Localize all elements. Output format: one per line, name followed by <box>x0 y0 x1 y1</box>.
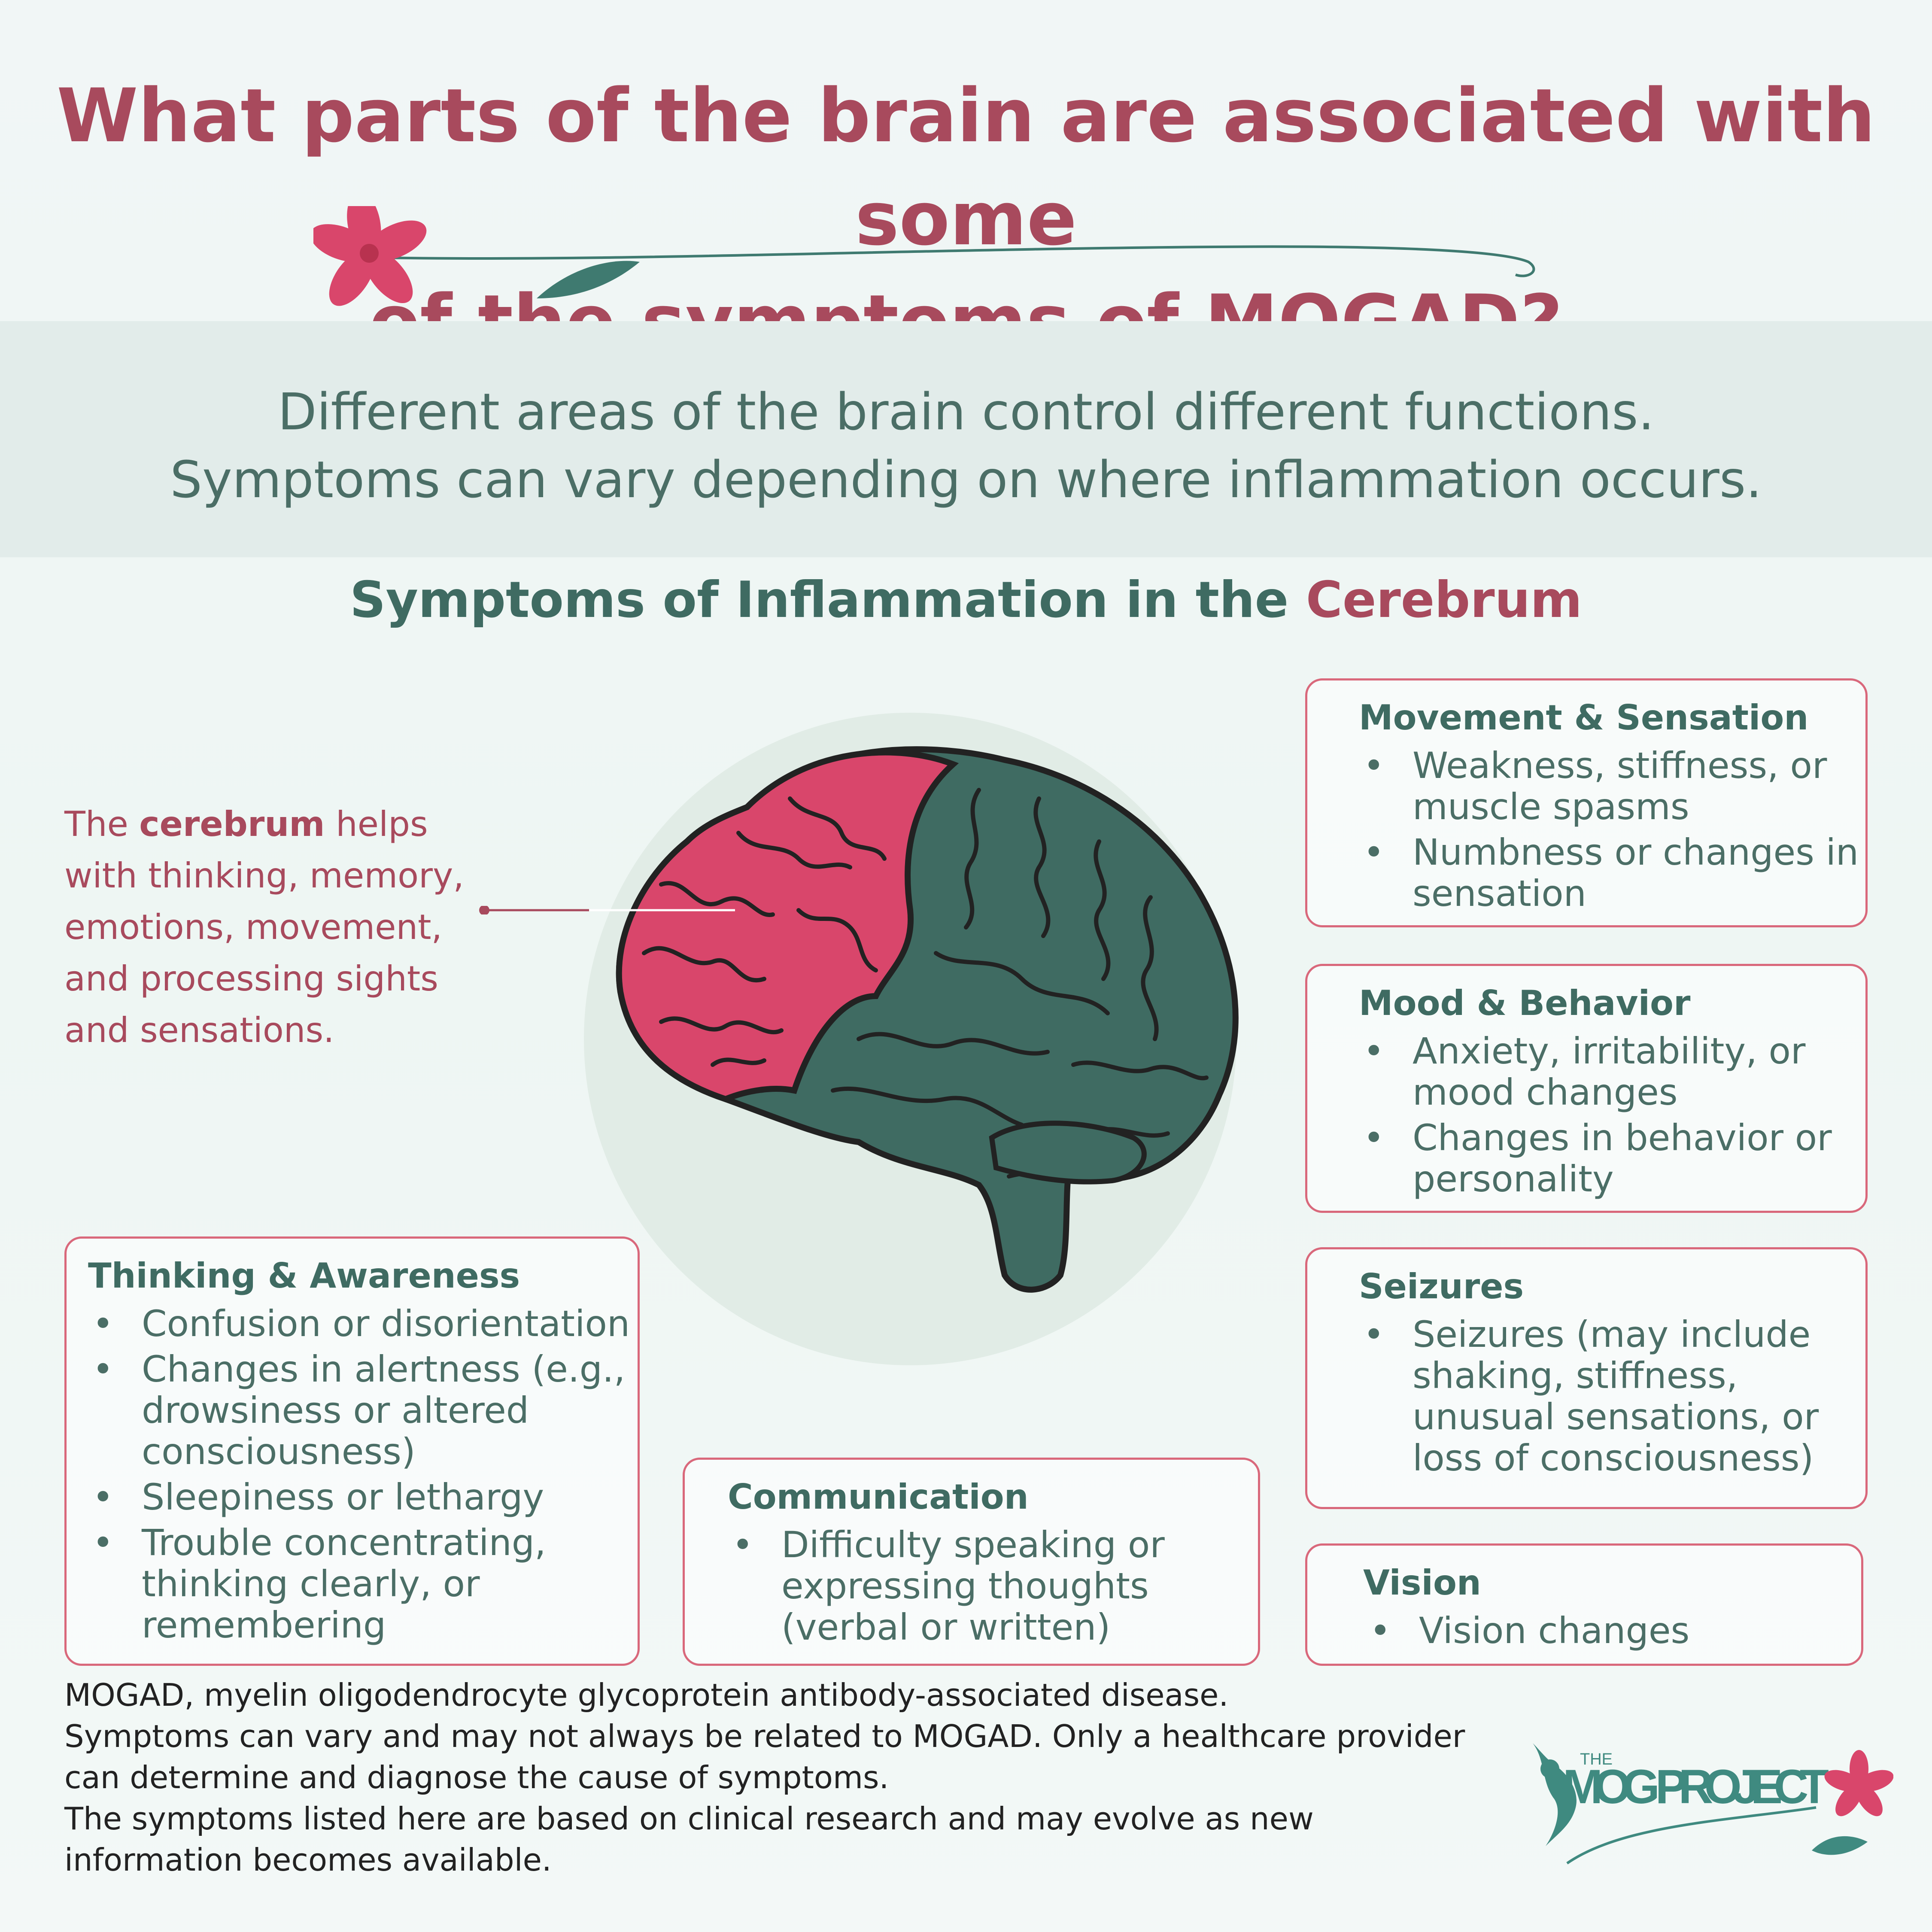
brain-illustration <box>584 713 1239 1365</box>
lily-vine-decoration <box>313 206 1535 306</box>
bullet-icon: • <box>1363 744 1385 787</box>
list-item: •Vision changes <box>1370 1610 1690 1652</box>
bullet-icon: • <box>92 1476 114 1518</box>
bullet-icon: • <box>92 1303 114 1345</box>
box-movement-sensation: Movement & Sensation •Weakness, stiffnes… <box>1305 678 1868 927</box>
logo-small-text: THE <box>1580 1750 1613 1768</box>
footnote-line: can determine and diagnose the cause of … <box>64 1759 889 1795</box>
title-line-1: What parts of the brain are associated w… <box>56 73 1875 262</box>
intro-band <box>0 321 1932 557</box>
cerebrum-description: The cerebrum helps with thinking, memory… <box>64 799 477 1056</box>
cerebrum-pointer-line <box>479 906 735 914</box>
symptom-list: •Vision changes <box>1365 1610 1850 1656</box>
box-communication: Communication •Difficulty speaking or ex… <box>683 1458 1260 1666</box>
box-thinking-awareness: Thinking & Awareness •Confusion or disor… <box>64 1236 640 1666</box>
bullet-icon: • <box>732 1524 753 1566</box>
footnote-line: MOGAD, myelin oligodendrocyte glycoprote… <box>64 1677 1229 1713</box>
footnotes: MOGAD, myelin oligodendrocyte glycoprote… <box>64 1674 1524 1880</box>
list-item: •Difficulty speaking or expressing thoug… <box>732 1524 1165 1648</box>
bullet-icon: • <box>92 1348 114 1390</box>
list-item: •Changes in alertness (e.g., drowsiness … <box>92 1348 626 1473</box>
box-vision: Vision •Vision changes <box>1305 1543 1863 1666</box>
bullet-icon: • <box>1363 1313 1385 1355</box>
bullet-icon: • <box>1370 1610 1391 1652</box>
bullet-icon: • <box>92 1522 114 1564</box>
list-item: •Trouble concentrating, thinking clearly… <box>92 1522 546 1646</box>
box-heading: Thinking & Awareness <box>88 1256 520 1296</box>
list-item: •Seizures (may include shaking, stiffnes… <box>1363 1313 1819 1479</box>
footnote-line: Symptoms can vary and may not always be … <box>64 1718 1465 1754</box>
section-title-prefix: Symptoms of Inflammation in the <box>349 571 1306 629</box>
bullet-icon: • <box>1363 1030 1385 1072</box>
lily-flower-icon <box>313 206 427 306</box>
symptom-list: •Seizures (may include shaking, stiffnes… <box>1359 1314 1861 1483</box>
box-heading: Mood & Behavior <box>1359 983 1691 1023</box>
symptom-list: •Anxiety, irritability, or mood changes … <box>1359 1030 1861 1204</box>
box-mood-behavior: Mood & Behavior •Anxiety, irritability, … <box>1305 964 1868 1213</box>
list-item: •Changes in behavior or personality <box>1363 1117 1832 1200</box>
intro-line-1: Different areas of the brain control dif… <box>277 382 1655 441</box>
footnote-line: The symptoms listed here are based on cl… <box>64 1801 1314 1837</box>
mog-project-logo: THE MOG PROJECT <box>1533 1743 1893 1865</box>
box-heading: Movement & Sensation <box>1359 698 1809 738</box>
box-seizures: Seizures •Seizures (may include shaking,… <box>1305 1247 1868 1509</box>
section-title: Symptoms of Inflammation in the Cerebrum <box>0 571 1932 629</box>
symptom-list: •Difficulty speaking or expressing thoug… <box>728 1524 1252 1652</box>
cerebrum-note-rest: helps with thinking, memory, emotions, m… <box>64 804 464 1050</box>
intro-line-2: Symptoms can vary depending on where inf… <box>170 450 1762 509</box>
list-item: •Anxiety, irritability, or mood changes <box>1363 1030 1806 1113</box>
lily-flower-icon <box>1824 1750 1893 1817</box>
list-item: •Confusion or disorientation <box>92 1303 630 1345</box>
hummingbird-icon <box>1533 1743 1577 1846</box>
bullet-icon: • <box>1363 1117 1385 1159</box>
intro-text: Different areas of the brain control dif… <box>0 378 1932 513</box>
section-title-accent: Cerebrum <box>1306 571 1583 629</box>
box-heading: Vision <box>1363 1563 1481 1603</box>
list-item: •Weakness, stiffness, or muscle spasms <box>1363 744 1827 828</box>
logo-main-text: MOG PROJECT <box>1563 1760 1829 1814</box>
cerebrum-note-prefix: The <box>64 804 140 844</box>
list-item: •Numbness or changes in sensation <box>1363 831 1859 914</box>
box-heading: Communication <box>728 1477 1029 1517</box>
cerebrum-note-bold: cerebrum <box>139 804 325 844</box>
box-heading: Seizures <box>1359 1267 1524 1306</box>
symptom-list: •Confusion or disorientation •Changes in… <box>88 1303 638 1650</box>
bullet-icon: • <box>1363 831 1385 873</box>
symptom-list: •Weakness, stiffness, or muscle spasms •… <box>1359 745 1861 918</box>
footnote-line: information becomes available. <box>64 1842 552 1878</box>
list-item: •Sleepiness or lethargy <box>92 1476 544 1518</box>
